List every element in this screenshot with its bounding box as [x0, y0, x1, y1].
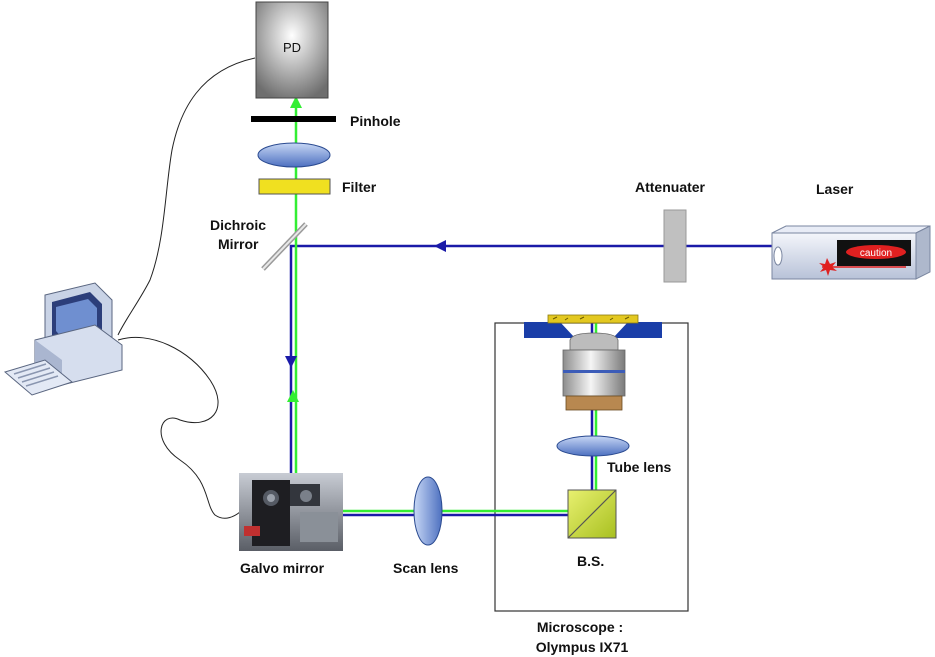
- objective-icon: [562, 332, 626, 411]
- attenuator: [663, 209, 687, 283]
- emission-arrow-up: [287, 390, 299, 402]
- sample-stage: [524, 314, 662, 338]
- photodiode-label: PD: [283, 40, 301, 55]
- laser-label: Laser: [816, 181, 854, 197]
- emission-beam: [294, 100, 598, 513]
- galvo-mirror-label: Galvo mirror: [240, 560, 325, 576]
- photodiode-box: [255, 1, 329, 99]
- dichroic-label-line1: Dichroic: [210, 217, 266, 233]
- scan-lens: [413, 476, 443, 546]
- pinhole-plate: [251, 116, 336, 122]
- filter-label: Filter: [342, 179, 377, 195]
- bs-label: B.S.: [577, 553, 604, 569]
- microscope-label-line1: Microscope :: [537, 619, 623, 635]
- beam-arrow-down: [285, 356, 297, 368]
- beam-arrow-left: [434, 240, 446, 252]
- pinhole-label: Pinhole: [350, 113, 401, 129]
- microscope-label-line2: Olympus IX71: [536, 639, 629, 655]
- tube-lens-label: Tube lens: [607, 459, 672, 475]
- emission-arrow-up-top: [290, 96, 302, 108]
- detection-lens: [257, 142, 331, 168]
- dichroic-label-line2: Mirror: [218, 236, 259, 252]
- galvo-photo: [239, 473, 343, 551]
- computer-icon: [3, 282, 123, 396]
- attenuator-label: Attenuater: [635, 179, 706, 195]
- laser-icon: [771, 225, 931, 280]
- computer-cable: [117, 57, 256, 519]
- emission-filter: [258, 178, 331, 195]
- scan-lens-label: Scan lens: [393, 560, 459, 576]
- excitation-beam: [289, 244, 778, 517]
- caution-label: caution: [860, 248, 892, 259]
- tube-lens: [556, 435, 630, 457]
